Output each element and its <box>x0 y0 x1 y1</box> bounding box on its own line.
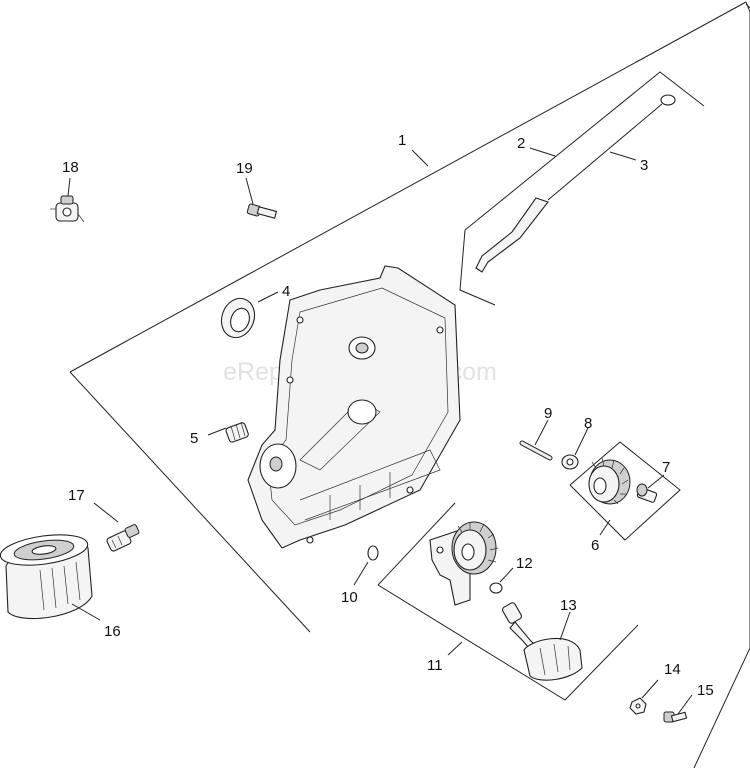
assembly-outline <box>69 1 750 768</box>
callout-6: 6 <box>591 537 599 554</box>
o-ring-10-part <box>367 545 379 561</box>
crankcase-cover-part <box>247 265 461 549</box>
callout-2: 2 <box>517 135 525 152</box>
callout-8: 8 <box>584 415 592 432</box>
washer-8-part <box>561 454 579 470</box>
fitting-17-part <box>106 524 140 552</box>
callout-5: 5 <box>190 430 198 447</box>
gear-6-part <box>588 457 631 505</box>
bolt-19-part <box>246 203 278 219</box>
callout-17: 17 <box>68 487 85 504</box>
bolt-7-part <box>636 483 658 503</box>
callout-16: 16 <box>104 623 121 640</box>
o-ring-12-part <box>489 582 503 594</box>
callout-13: 13 <box>560 597 577 614</box>
oil-filter-part <box>0 534 93 620</box>
leader-lines <box>67 147 693 715</box>
dipstick-bracket <box>459 71 705 306</box>
oil-seal-part <box>220 297 256 339</box>
callout-12: 12 <box>516 555 533 572</box>
callout-10: 10 <box>341 589 358 606</box>
plug-5-part <box>225 421 249 443</box>
callout-4: 4 <box>282 283 290 300</box>
callout-18: 18 <box>62 159 79 176</box>
callouts: 1 2 3 4 5 6 7 8 9 10 11 12 13 14 15 16 1… <box>62 132 714 699</box>
callout-14: 14 <box>664 661 681 678</box>
callout-9: 9 <box>544 405 552 422</box>
callout-15: 15 <box>697 682 714 699</box>
pin-9-part <box>519 440 553 461</box>
breather-valve-part <box>50 195 85 223</box>
callout-11: 11 <box>427 657 443 674</box>
dipstick-part <box>475 94 676 273</box>
strainer-13-part <box>501 602 583 681</box>
nut-14-part <box>629 697 647 715</box>
callout-7: 7 <box>662 459 670 476</box>
oil-pump-bracket <box>377 502 639 701</box>
gear-bracket <box>569 441 681 541</box>
oil-pump-part <box>429 521 499 606</box>
screw-15-part <box>663 711 688 723</box>
callout-1: 1 <box>398 132 406 149</box>
callout-19: 19 <box>236 160 253 177</box>
callout-3: 3 <box>640 157 648 174</box>
